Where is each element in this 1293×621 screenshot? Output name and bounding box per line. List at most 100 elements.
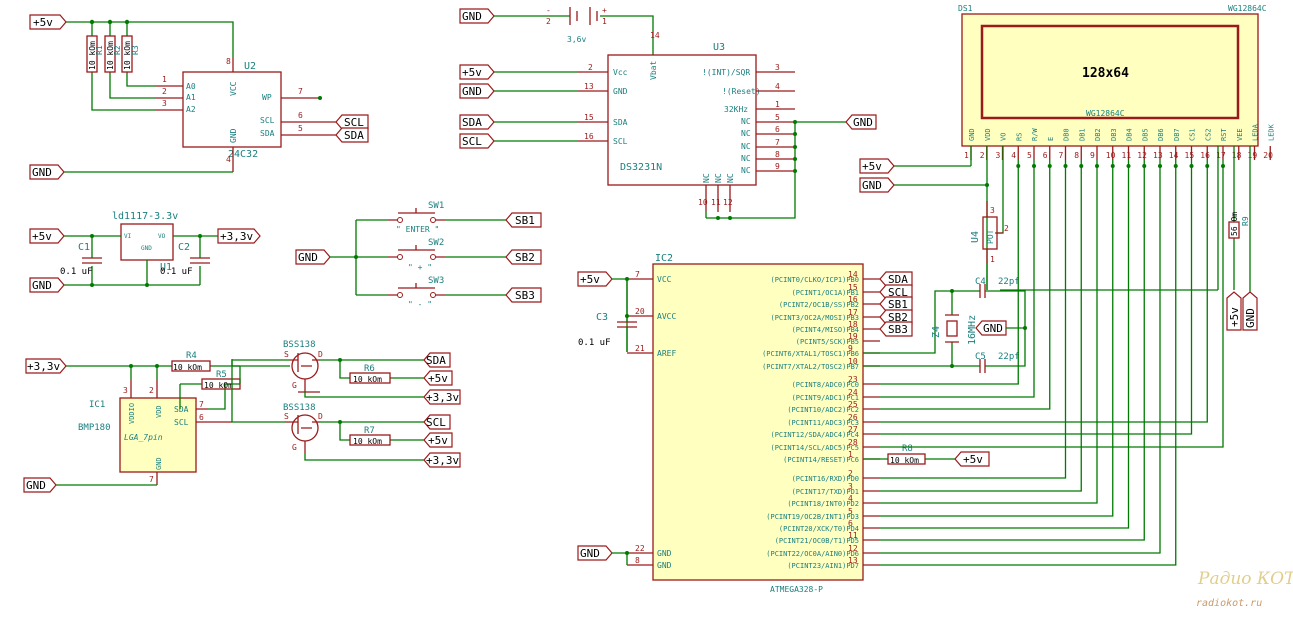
mcu-right-pin-name: (PCINT9/ADC1)PC1 [792,394,859,402]
mcu-scl-label: SCL [888,286,908,299]
mcu-left-pin-name: AVCC [657,312,676,321]
lcd-model-inner: WG12864C [1086,109,1125,118]
rtc-num-reset: 4 [775,82,780,91]
mcu-left-pin-name: VCC [657,275,672,284]
q1-value: BSS138 [283,340,316,350]
r7-value: 10 kOm [353,437,382,446]
ldo-pin-gnd: GND [141,245,152,252]
rtc-num-int: 3 [775,63,780,72]
eeprom-num-sda: 5 [298,124,303,133]
lcd-pin-num: 11 [1122,151,1132,160]
bus-wire [880,160,1114,517]
mcu-left-pin-name: AREF [657,349,676,358]
rtc-num-32k: 1 [775,100,780,109]
eeprom-num-wp: 7 [298,87,303,96]
ls-sda-label: SDA [426,354,446,367]
eeprom-num-gnd: 4 [226,155,231,164]
mcu-right-pin-name: (PCINT12/SDA/ADC4)PC4 [770,431,859,439]
r6-value: 10 kOm [353,375,382,384]
mcu-left-pin-num: 8 [635,556,640,565]
mcu-right-pin-num: 6 [848,519,853,528]
r3-value: 10 kOm [123,41,132,70]
c1-value: 0.1 uF [60,267,93,277]
ldo-value: ld1117-3.3v [112,211,178,222]
lcd-pin-name: DB3 [1110,128,1118,141]
mcu-lcd-bus [880,160,1225,566]
r8-value: 10 kOm [890,456,919,465]
pot-value: POT [986,229,995,244]
bus-junction [1142,164,1147,168]
lcd-pin-num: 16 [1200,151,1210,160]
bus-wire [880,160,1224,448]
eeprom-pin-a1: A1 [186,93,196,102]
rtc-vcc-label: +5v [462,66,482,79]
mcu-right-pin-num: 3 [848,482,853,491]
sensor-package: LGA_7pin [124,433,163,442]
mcu-right-pin-num: 1 [848,450,853,459]
mcu-atmega328: IC2 ATMEGA328-P VCC7AVCC20AREF21GND22GND… [627,253,880,594]
sensor-num-vdd: 2 [149,386,154,395]
net-label-scl: SCL [344,116,364,129]
battery-value: 3,6v [567,35,586,44]
r1-value: 10 kOm [88,41,97,70]
lcd-pin-num: 10 [1106,151,1116,160]
sensor-value: BMP180 [78,423,111,433]
mcu-right-pin-num: 11 [848,531,858,540]
rtc-num-sda: 15 [584,113,594,122]
sw1-ref: SW1 [428,201,444,211]
ldo-regulator: ld1117-3.3v U1 VI VO GND C1 C2 0.1 uF 0.… [29,211,261,293]
bus-junction [1189,164,1194,168]
mcu-right-pin-num: 9 [848,344,853,353]
bus-junction [1221,164,1225,168]
sb2-label: SB2 [515,251,535,264]
lcd-pin-name: VEE [1236,128,1244,141]
r1-ref: R1 [95,45,104,55]
rtc-num-gnd: 13 [584,82,594,91]
net-labels-eeprom: +5v GND SCL SDA [29,14,369,180]
lcd-pin-name: RS [1015,133,1023,141]
mcu-right-pin-name: (PCINT1/OC1A)PB1 [792,289,859,297]
c3-value: 0.1 uF [578,338,611,348]
rtc-num-vcc: 2 [588,63,593,72]
bus-wire [880,160,1130,529]
rtc-nc-10: NC [702,173,711,183]
rtc-num-vbat: 14 [650,31,660,40]
lcd-pin-name: VO [1000,133,1008,141]
mcu-right-pin-name: (PCINT21/OC0B/T1)PD5 [775,537,859,545]
ldo-gnd-label: GND [32,279,52,292]
lcd-pin-num: 18 [1232,151,1242,160]
rtc-nc-6: NC [741,129,751,138]
mcu-right-pin-num: 18 [848,320,858,329]
battery-plus: + [602,6,607,15]
ls-5v-label-2: +5v [428,434,448,447]
q2-s: S [284,412,289,421]
rtc-nc-labels: NC NC NC NC NC NC NC NC [702,117,751,183]
lcd-resolution: 128x64 [1082,66,1129,81]
battery-gnd-label: GND [462,10,482,23]
mcu-right-pin-name: (PCINT0/CLKO/ICP1)PB0 [770,276,859,284]
mcu-right-pin-num: 15 [848,283,858,292]
eeprom-24c32: U2 24C32 A0 A1 A2 VCC GND WP SCL SDA 1 2… [155,57,342,172]
mcu-right-pin-num: 27 [848,425,858,434]
eeprom-pin-gnd: GND [229,128,238,143]
lcd-pin-name: E [1047,137,1055,141]
eeprom-ref: U2 [244,61,256,72]
eeprom-num-scl: 6 [298,111,303,120]
r5-value: 10 kOm [204,381,233,390]
rtc-ds3231: U3 DS3231N Vcc GND SDA SCL Vbat !(INT)/S… [459,31,877,220]
lcd-pin-name: DB2 [1094,128,1102,141]
r2-value: 10 kOm [106,41,115,70]
lcd-ref: DS1 [958,4,973,13]
c4-value: 22pf [998,277,1020,287]
c1-ref: C1 [78,242,90,253]
lcd-pin-name: DB6 [1157,128,1165,141]
mcu-right-pin-num: 5 [848,507,853,516]
bus-wire [880,160,1145,541]
bus-junction [1032,164,1036,168]
sw3-ref: SW3 [428,276,444,286]
rtc-num-nc9: 9 [775,162,780,171]
mcu-ref: IC2 [655,253,673,264]
bus-wire [880,160,1019,385]
bus-junction [1095,164,1099,168]
